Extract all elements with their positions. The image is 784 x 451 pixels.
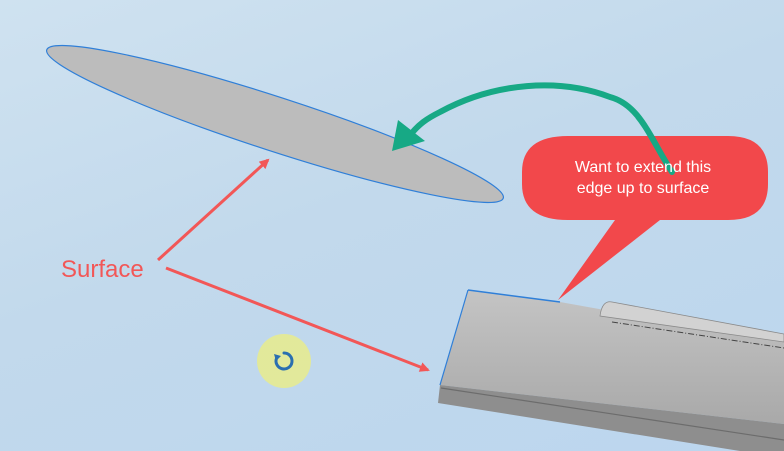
surface-label: Surface [61, 256, 144, 283]
surface-arrow-to-plane [156, 158, 270, 262]
callout-text: Want to extend this edge up to surface [536, 157, 750, 199]
rotate-cursor[interactable] [257, 334, 311, 388]
body-bottom-edge [440, 387, 784, 441]
surface-arrow-to-body [165, 266, 430, 372]
callout-bubble [522, 136, 768, 300]
body-top-face[interactable] [440, 290, 784, 424]
rotate-view-icon [274, 351, 294, 371]
body-cylinder-feature [599, 301, 784, 343]
body-front-edge [439, 289, 469, 386]
planar-surface[interactable] [38, 24, 511, 224]
extruded-body[interactable] [438, 289, 784, 451]
green-arrow-head [392, 120, 425, 151]
body-side-face[interactable] [438, 385, 784, 451]
green-leader-arrow [405, 82, 675, 175]
callout-line-1: Want to extend this [574, 159, 712, 176]
edge-to-extend[interactable] [467, 289, 561, 303]
body-hidden-edge [611, 321, 784, 349]
callout-line-2: edge up to surface [576, 180, 710, 197]
